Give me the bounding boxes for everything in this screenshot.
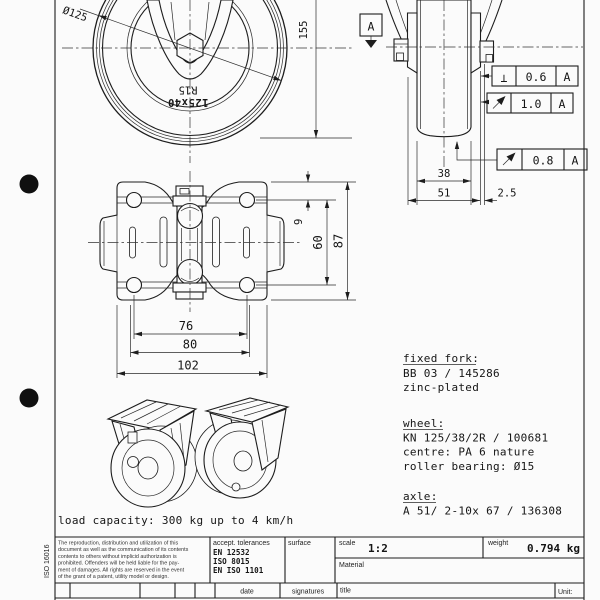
fork-leg-left [406,12,418,74]
svg-text:The reproduction, distribution: The reproduction, distribution and utili… [58,541,178,547]
tolerance-frame-perpendicularity: ⊥ 0.6 A [481,65,579,87]
bolt-hole [125,191,143,209]
material-label: Material [339,562,364,569]
mounting-slot [159,216,168,268]
svg-text:scale: scale [339,540,355,547]
pictorial-view-left [106,399,198,508]
perpendicularity-icon: ⊥ [501,71,508,85]
wheel-centre: centre: PA 6 nature [403,446,535,459]
dim-slot-spacing-x: 80 [130,338,250,355]
pictorial-view-right [194,397,290,499]
svg-text:document as well as the commun: document as well as the communication of… [58,547,189,553]
fork-finish: zinc-plated [403,381,479,394]
svg-text:A: A [368,20,375,34]
bolt-hole [125,276,143,294]
scale-cell: scale 1:2 [339,540,388,555]
circular-runout-icon [492,96,506,109]
fork-heading: fixed fork: [403,352,479,365]
date-label: date [240,589,254,596]
datum-a-flag: A [359,13,383,48]
svg-text:EN 12532: EN 12532 [213,548,250,557]
svg-text:EN ISO 1101: EN ISO 1101 [213,566,264,575]
dim-offset: 2.5 [484,188,517,203]
svg-text:155: 155 [298,21,310,40]
svg-text:9: 9 [293,219,305,225]
svg-text:A: A [559,97,566,111]
svg-text:A: A [564,70,571,84]
weight-cell: weight 0.794 kg [487,540,580,555]
svg-text:76: 76 [179,319,193,333]
svg-text:prohibited. Offenders will be: prohibited. Offenders will be held liabl… [58,561,179,567]
weight-value: 0.794 kg [527,542,580,555]
sheet-frame [54,0,585,600]
dim-plate-height: 87 [332,182,350,300]
axle-bracket-left [393,38,409,62]
title-block: The reproduction, distribution and utili… [55,536,584,598]
svg-text:80: 80 [183,338,197,352]
axle-code: A 51/ 2-10x 67 / 136308 [403,505,562,518]
wheel-heading: wheel: [403,417,445,430]
svg-text:A: A [572,154,579,168]
svg-text:102: 102 [177,359,199,373]
iso16016-label: ISO 16016 [44,544,51,578]
dim-plate-width: 102 [117,359,267,376]
wheel-markings: 125x40 R15 [168,84,209,109]
svg-text:38: 38 [438,168,451,180]
fork-code: BB 03 / 145286 [403,367,500,380]
load-capacity-note: load capacity: 300 kg up to 4 km/h [58,514,293,527]
punch-hole [19,388,39,408]
wheel-size-marking: 125x40 [168,96,209,108]
dim-height-155: 155 [260,0,352,139]
svg-text:weight: weight [487,540,508,547]
svg-text:ISO 8015: ISO 8015 [213,557,250,566]
tolerance-frame-runout-2: 0.8 A [454,141,588,171]
title-label: title [340,588,351,595]
legal-notice: The reproduction, distribution and utili… [58,541,189,581]
center-column [172,185,207,300]
wheel-radius-marking: R15 [179,84,198,96]
bolt-hole [238,191,256,209]
svg-text:87: 87 [332,234,346,248]
dim-edge-to-hole: 9 [293,171,311,225]
tolerance-frame-runout-1: 1.0 A [481,92,574,114]
plate-view: 76 80 102 9 60 [88,171,356,378]
circular-runout-icon [502,152,516,166]
dim-overall-width: 51 [408,188,480,203]
signatures-label: signatures [292,589,325,596]
svg-text:51: 51 [438,188,451,200]
svg-text:60: 60 [311,235,325,249]
svg-text:Ø125: Ø125 [61,5,89,25]
scale-value: 1:2 [368,542,388,555]
svg-text:2.5: 2.5 [498,188,517,200]
wheel-bearing: roller bearing: Ø15 [403,460,535,473]
svg-text:ment of damages. All rights ar: ment of damages. All rights are reserved… [58,567,185,573]
dim-hole-spacing-x: 76 [134,319,247,337]
mounting-slot [212,216,220,268]
side-view: A 38 51 2.5 [359,0,588,205]
front-view: 125x40 R15 Ø125 155 [61,0,352,163]
svg-text:contents to others without imp: contents to others without implicid auth… [58,554,177,560]
punch-hole [19,174,39,194]
svg-text:1.0: 1.0 [521,97,542,111]
surface-label: surface [288,540,311,547]
unit-label: Unit: [558,589,572,596]
part-notes: fixed fork: BB 03 / 145286 zinc-plated w… [403,352,562,518]
svg-text:0.6: 0.6 [526,70,547,84]
axle-heading: axle: [403,490,438,503]
dim-hole-spacing-y: 60 [311,200,330,285]
dim-wheel-width: 38 [417,168,471,184]
axle-bracket-right [479,40,495,63]
wheel-code: KN 125/38/2R / 100681 [403,432,548,445]
svg-text:0.8: 0.8 [533,154,554,168]
svg-text:of the grant of a patent, util: of the grant of a patent, utility model … [58,574,169,580]
tolerances-cell: accept. tolerances EN 12532 ISO 8015 EN … [213,540,270,575]
bolt-hole [238,276,256,294]
svg-text:accept. tolerances: accept. tolerances [213,540,270,547]
fork-leg-right [470,12,482,74]
